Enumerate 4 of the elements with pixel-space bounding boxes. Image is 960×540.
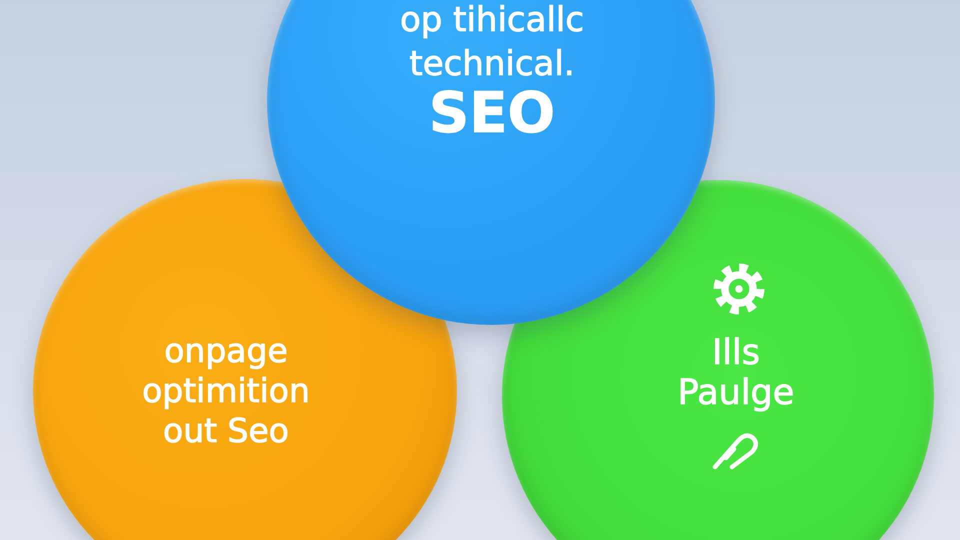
circle-label: op tihicallc technical. bbox=[398, 0, 586, 86]
circle-heading: SEO bbox=[428, 84, 556, 144]
circle-label: Ills Paulge bbox=[676, 333, 796, 413]
circle-label: onpage optimition out Seo bbox=[141, 331, 311, 451]
